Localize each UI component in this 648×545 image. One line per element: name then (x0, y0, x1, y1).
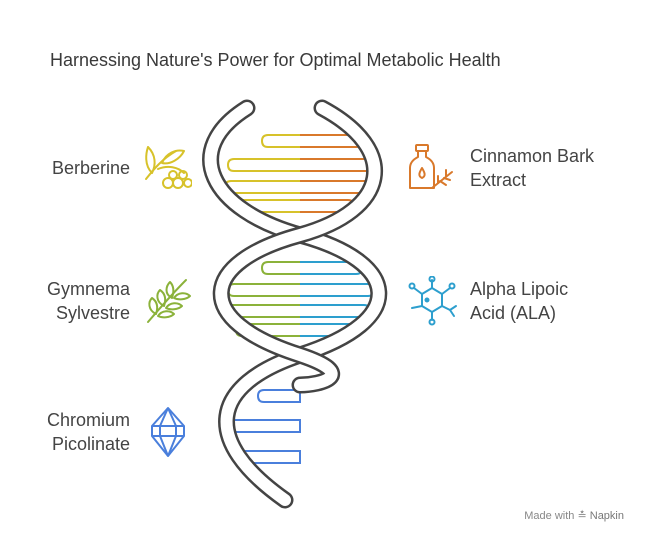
label-berberine: Berberine (51, 158, 130, 178)
helix-rung-left (226, 283, 300, 297)
footer-made-with: Made with (524, 510, 575, 522)
helix-rung-right (300, 158, 376, 172)
strand-a-fill (204, 102, 385, 506)
helix-strands (202, 99, 388, 509)
helix-rung-right (300, 283, 376, 297)
helix-rungs (223, 134, 376, 464)
cinnamon-bottle-icon (409, 144, 453, 189)
label-ala: Alpha Lipoic Acid (ALA) (470, 279, 569, 323)
helix-rung-left (260, 134, 300, 148)
strand-b-fill (215, 102, 381, 391)
label-cinnamon: Cinnamon Bark Extract (470, 146, 595, 190)
helix-rung-left (260, 261, 300, 275)
label-chromium: Chromium Picolinate (46, 410, 130, 454)
gymnema-leaf-icon (147, 279, 191, 323)
berberine-plant-icon (145, 146, 192, 189)
ala-molecule-icon (408, 276, 457, 326)
helix-rung-left (223, 180, 300, 194)
chromium-crystal-icon (151, 407, 185, 457)
page-title: Harnessing Nature's Power for Optimal Me… (50, 50, 501, 70)
helix-rung-right (226, 419, 301, 433)
helix-rung-left (226, 158, 300, 172)
footer-credit: Made with ≛ Napkin (524, 509, 624, 522)
label-gymnema: Gymnema Sylvestre (46, 279, 130, 323)
footer-brand: Napkin (589, 510, 624, 522)
napkin-logo-icon: ≛ (577, 510, 587, 522)
helix-rung-right (256, 389, 301, 403)
